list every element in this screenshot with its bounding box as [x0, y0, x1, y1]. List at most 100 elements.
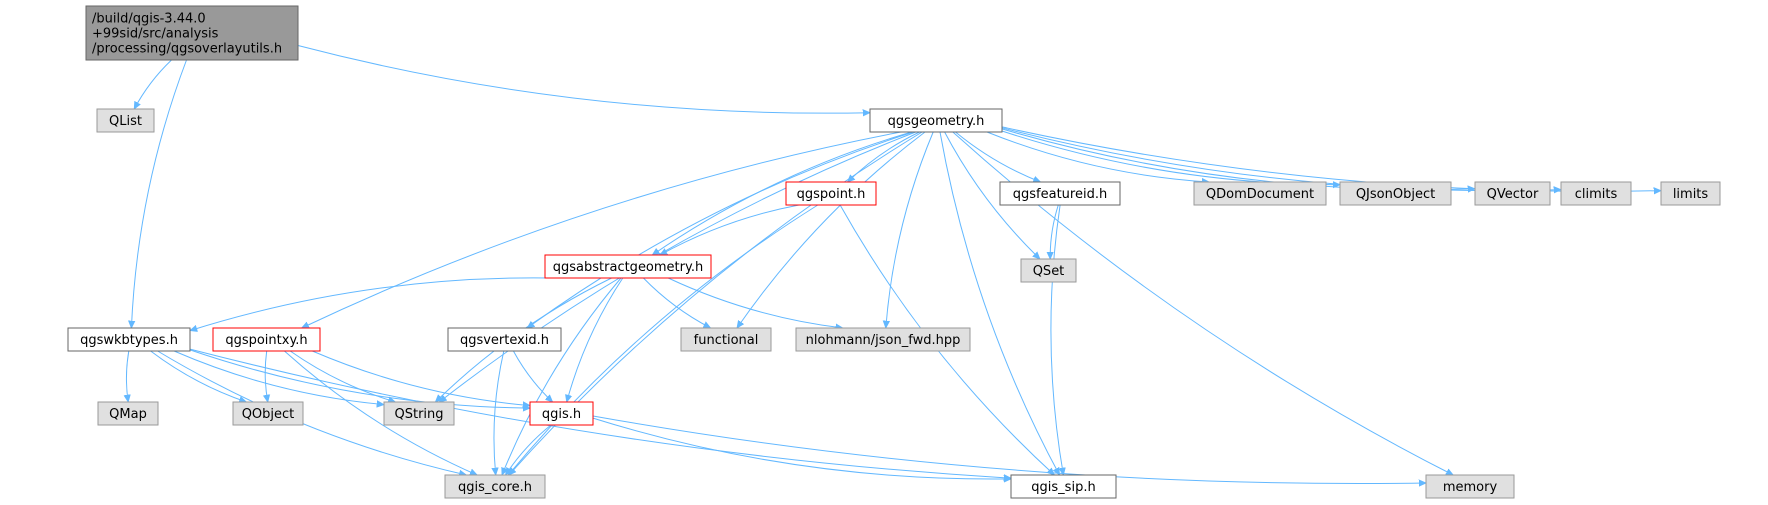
- node-qgswkbtypes-box: [67, 327, 191, 352]
- node-qgis_sip[interactable]: qgis_sip.h: [1010, 474, 1117, 499]
- edge-qgswkbtypes-to-qgis_core: [157, 350, 467, 475]
- node-qlist-box: [96, 108, 155, 133]
- node-qgspoint[interactable]: qgspoint.h: [785, 181, 877, 206]
- node-qgspointxy-box: [212, 327, 321, 352]
- edge-qgsgeometry-to-nlohmann: [886, 131, 934, 328]
- edge-qgswkbtypes-to-qstring: [173, 350, 384, 405]
- node-qobject-label-0: QObject: [242, 407, 295, 422]
- node-qjsonobject[interactable]: QJsonObject: [1339, 181, 1452, 206]
- node-qobject[interactable]: QObject: [232, 401, 304, 426]
- node-qgis_sip-label-0: qgis_sip.h: [1031, 480, 1095, 495]
- node-qgsgeometry-label-0: qgsgeometry.h: [888, 114, 985, 129]
- nodes-layer: /build/qgis-3.44.0+99sid/src/analysis/pr…: [67, 5, 1721, 499]
- node-nlohmann-label-0: nlohmann/json_fwd.hpp: [806, 333, 961, 348]
- node-qset-box: [1020, 258, 1077, 283]
- node-qdomdocument-label-0: QDomDocument: [1206, 187, 1314, 202]
- edge-qgspoint-to-qgis_core: [508, 204, 819, 475]
- edge-qgsabstract-to-qgis: [567, 277, 624, 402]
- node-qgspointxy-label-0: qgspointxy.h: [225, 333, 307, 348]
- edge-root-to-qgsgeometry: [297, 45, 870, 114]
- node-root-label-1: +99sid/src/analysis: [92, 27, 219, 42]
- edge-qgspointxy-to-qgis_core: [284, 350, 477, 476]
- node-qgis-label-0: qgis.h: [542, 407, 581, 422]
- edge-qgspoint-to-qgsabstract: [660, 204, 800, 255]
- edge-qgsgeometry-to-qgsvertexid: [527, 131, 914, 328]
- node-qjsonobject-box: [1339, 181, 1452, 206]
- edge-qgis-to-memory: [592, 415, 1426, 484]
- node-memory[interactable]: memory: [1425, 474, 1515, 499]
- node-memory-box: [1425, 474, 1515, 499]
- edge-qgsabstract-to-qgis_core: [502, 277, 622, 475]
- edge-qgsgeometry-to-functional: [737, 131, 926, 328]
- edge-qgsabstract-to-nlohmann: [667, 277, 843, 328]
- node-qmap[interactable]: QMap: [97, 401, 159, 426]
- edge-qgsgeometry-to-qgsabstract: [652, 131, 912, 255]
- edge-qgsfeatureid-to-qgis_sip: [1050, 204, 1063, 475]
- node-limits-box: [1660, 181, 1721, 206]
- edge-qgsgeometry-to-qjsonobject: [1001, 130, 1340, 185]
- node-qgis_core[interactable]: qgis_core.h: [444, 474, 546, 499]
- node-qgis[interactable]: qgis.h: [529, 401, 594, 426]
- node-qgsfeatureid[interactable]: qgsfeatureid.h: [999, 181, 1121, 206]
- node-root-label-0: /build/qgis-3.44.0: [92, 12, 206, 27]
- node-functional-box: [680, 327, 772, 352]
- node-qgsabstract-box: [544, 254, 712, 279]
- edge-qgswkbtypes-to-qgis_sip: [189, 348, 1011, 478]
- node-memory-label-0: memory: [1443, 480, 1498, 495]
- edge-qgsgeometry-to-climits: [1001, 127, 1561, 191]
- node-climits-box: [1560, 181, 1632, 206]
- node-qstring[interactable]: QString: [383, 401, 455, 426]
- edge-qgsgeometry-to-qgspointxy: [302, 131, 901, 329]
- node-qgspointxy[interactable]: qgspointxy.h: [212, 327, 321, 352]
- node-qgsabstract[interactable]: qgsabstractgeometry.h: [544, 254, 712, 279]
- node-qvector-label-0: QVector: [1487, 187, 1539, 202]
- edge-qgsvertexid-to-qgis: [512, 350, 552, 402]
- node-root-label-2: /processing/qgsoverlayutils.h: [92, 42, 282, 57]
- node-qvector[interactable]: QVector: [1474, 181, 1551, 206]
- node-qgsvertexid[interactable]: qgsvertexid.h: [447, 327, 562, 352]
- node-qgis_sip-box: [1010, 474, 1117, 499]
- edge-qgsabstract-to-qgswkbtypes: [190, 277, 550, 331]
- node-qgswkbtypes-label-0: qgswkbtypes.h: [80, 333, 178, 348]
- edge-qgsvertexid-to-qgis_core: [494, 350, 505, 475]
- node-root-box: [85, 5, 299, 61]
- edge-qgswkbtypes-to-qobject: [150, 350, 247, 402]
- node-functional[interactable]: functional: [680, 327, 772, 352]
- node-nlohmann[interactable]: nlohmann/json_fwd.hpp: [795, 327, 971, 352]
- edge-qgspointxy-to-qstring: [289, 350, 395, 402]
- edge-root-to-qgswkbtypes: [131, 59, 187, 328]
- node-qlist[interactable]: QList: [96, 108, 155, 133]
- node-qgswkbtypes[interactable]: qgswkbtypes.h: [67, 327, 191, 352]
- node-functional-label-0: functional: [694, 333, 759, 348]
- node-qgsfeatureid-box: [999, 181, 1121, 206]
- edge-root-to-qlist: [134, 59, 172, 109]
- edge-qgswkbtypes-to-qgis: [189, 349, 530, 408]
- edge-qgsabstract-to-functional: [643, 277, 710, 328]
- node-qgis-box: [529, 401, 594, 426]
- edge-qgspointxy-to-qgis: [312, 350, 530, 406]
- node-qdomdocument[interactable]: QDomDocument: [1193, 181, 1327, 206]
- node-qmap-box: [97, 401, 159, 426]
- node-climits[interactable]: climits: [1560, 181, 1632, 206]
- node-root[interactable]: /build/qgis-3.44.0+99sid/src/analysis/pr…: [85, 5, 299, 61]
- node-qgsgeometry[interactable]: qgsgeometry.h: [869, 108, 1003, 133]
- node-qvector-box: [1474, 181, 1551, 206]
- node-qgis_core-box: [444, 474, 546, 499]
- node-limits[interactable]: limits: [1660, 181, 1721, 206]
- node-qgsgeometry-box: [869, 108, 1003, 133]
- node-qgsfeatureid-label-0: qgsfeatureid.h: [1013, 187, 1107, 202]
- edge-qgsgeometry-to-qdomdocument: [986, 131, 1209, 182]
- node-qstring-label-0: QString: [394, 407, 443, 422]
- edge-qgis-to-qgis_core: [506, 424, 552, 475]
- node-climits-label-0: climits: [1575, 187, 1618, 202]
- node-qgsvertexid-box: [447, 327, 562, 352]
- edge-qgspointxy-to-qobject: [265, 350, 268, 402]
- node-qgsvertexid-label-0: qgsvertexid.h: [460, 333, 549, 348]
- node-qset[interactable]: QSet: [1020, 258, 1077, 283]
- node-nlohmann-box: [795, 327, 971, 352]
- node-qgsabstract-label-0: qgsabstractgeometry.h: [553, 260, 703, 275]
- edge-qgis-to-qgis_sip: [592, 417, 1011, 479]
- edge-qgsgeometry-to-qgspoint: [848, 131, 920, 182]
- node-qgspoint-box: [785, 181, 877, 206]
